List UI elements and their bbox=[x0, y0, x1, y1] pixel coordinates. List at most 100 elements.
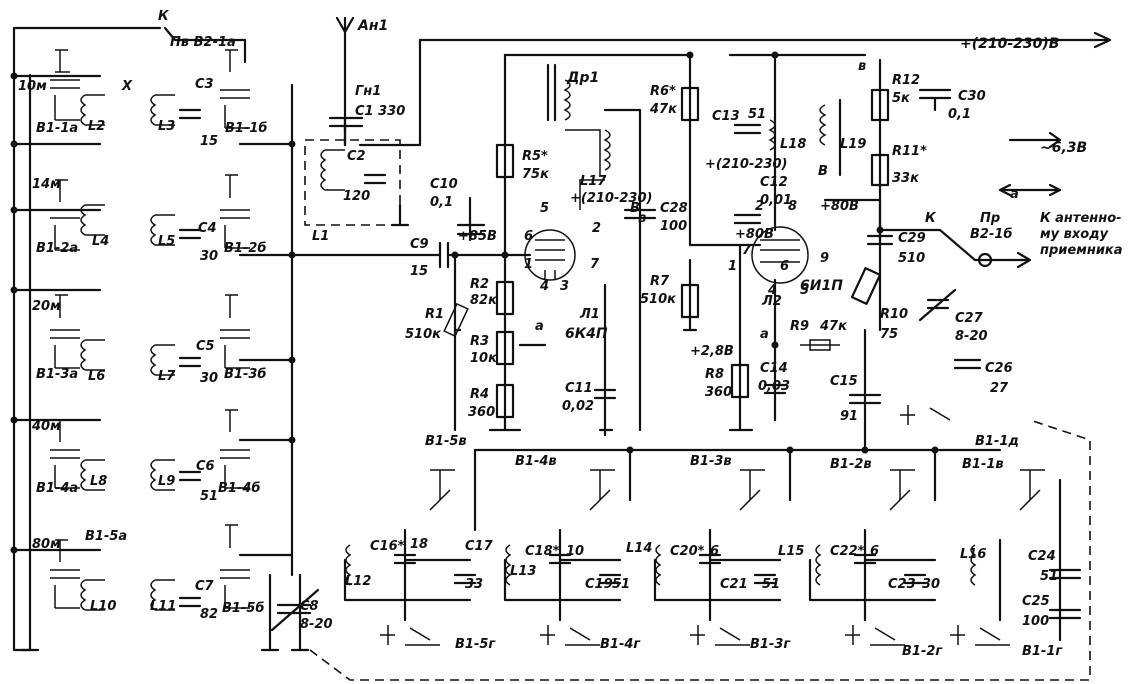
label-r8v: 360 bbox=[705, 385, 732, 400]
label-c20v: 6 bbox=[710, 544, 719, 559]
label-b11d: В1-1д bbox=[975, 434, 1019, 449]
label-b14g: В1-4г bbox=[600, 637, 641, 652]
label-b12g: В1-2г bbox=[902, 644, 943, 659]
label-v85: +85В bbox=[458, 229, 497, 244]
label-c1: С1 330 bbox=[355, 104, 405, 119]
label-c2b: 120 bbox=[343, 189, 370, 204]
relay-contact-right-2: В2-1б bbox=[970, 227, 1012, 242]
label-l13: L13 bbox=[510, 564, 536, 579]
label-b12b: В1-2б bbox=[224, 241, 266, 256]
supply-label: +(210-230)В bbox=[960, 36, 1059, 52]
label-b13b: В1-3б bbox=[224, 367, 266, 382]
label-pin4b: 4 bbox=[767, 283, 777, 298]
label-b11g: В1-1г bbox=[1022, 644, 1063, 659]
label-c12: С12 bbox=[760, 175, 788, 190]
label-c29v: 510 bbox=[898, 251, 925, 266]
label-b11b: В1-1б bbox=[225, 121, 267, 136]
label-l9: L9 bbox=[158, 474, 175, 489]
label-v210bb: В bbox=[818, 164, 828, 179]
label-r4v: 360 bbox=[468, 405, 495, 420]
label-l16: L16 bbox=[960, 547, 986, 562]
label-pin3: 3 bbox=[560, 279, 569, 294]
label-c9: С9 bbox=[410, 237, 429, 252]
socket-label: Гн1 bbox=[355, 84, 381, 99]
label-b14b: В1-4б bbox=[218, 481, 260, 496]
label-l11: L11 bbox=[150, 599, 176, 614]
band-label-3: 40м bbox=[31, 419, 61, 434]
label-c23v: 30 bbox=[922, 577, 940, 592]
label-l12: L12 bbox=[345, 574, 371, 589]
antenna-label: Ан1 bbox=[357, 18, 388, 34]
label-r10v: 75 bbox=[880, 327, 898, 342]
label-pin9: 9 bbox=[820, 251, 829, 266]
band-label-2: 20м bbox=[32, 299, 61, 314]
tube2-label: Л2 bbox=[761, 294, 782, 309]
junction-dots bbox=[10, 51, 939, 554]
label-c6v: 51 bbox=[200, 489, 218, 504]
band-label-1: 14м bbox=[32, 177, 61, 192]
relay-contact-right: Пр bbox=[980, 211, 1000, 226]
label-c4v: 30 bbox=[200, 249, 218, 264]
label-b13a: В1-3а bbox=[36, 367, 78, 382]
label-r12v: 5к bbox=[892, 91, 911, 106]
label-r7: R7 bbox=[650, 274, 670, 289]
label-v28: +2,8В bbox=[690, 344, 734, 359]
label-v80a: +80В bbox=[735, 227, 774, 242]
tube2-stage bbox=[680, 53, 1062, 452]
label-c22: С22* bbox=[830, 544, 865, 559]
label-r9v: 47к bbox=[819, 319, 848, 334]
bottom-filters bbox=[309, 288, 1091, 681]
label-r11v: 33к bbox=[892, 171, 920, 186]
band-label-4: 80м bbox=[32, 537, 61, 552]
label-r8: R8 bbox=[705, 367, 724, 382]
label-c23: С23 bbox=[888, 577, 916, 592]
component-labels: С1 330С2120L1С915С100,1+85ВR1510кR282кR3… bbox=[36, 73, 1063, 659]
label-c8v: 8-20 bbox=[300, 617, 333, 632]
label-b13v: В1-3в bbox=[690, 454, 732, 469]
label-v80b: +80В bbox=[820, 199, 859, 214]
label-c3: С3 bbox=[195, 77, 214, 92]
label-c26v: 27 bbox=[990, 381, 1009, 396]
band-label-0: 10м bbox=[18, 79, 47, 94]
label-c27: С27 bbox=[955, 311, 984, 326]
label-v210ab: В bbox=[630, 201, 640, 216]
label-l1: L1 bbox=[312, 229, 329, 244]
label-c20: С20* bbox=[670, 544, 705, 559]
label-l18: L18 bbox=[780, 137, 806, 152]
label-l8: L8 bbox=[90, 474, 107, 489]
label-b11a: В1-1а bbox=[36, 121, 78, 136]
label-pin5b: 5 bbox=[800, 283, 809, 298]
label-x: Х bbox=[121, 79, 133, 94]
label-c25: С25 bbox=[1022, 594, 1050, 609]
label-pin6b: 6 bbox=[780, 259, 789, 274]
label-pin4: 4 bbox=[539, 279, 549, 294]
arrow-a: а bbox=[535, 319, 544, 334]
antenna-input bbox=[290, 16, 1112, 257]
antenna-out-label-2: му входу bbox=[1040, 227, 1109, 242]
label-l3: L3 bbox=[158, 119, 175, 134]
label-b12a: В1-2а bbox=[36, 241, 78, 256]
label-c4: С4 bbox=[198, 221, 217, 236]
relay-contact-top: Пв В2-1а bbox=[170, 35, 236, 50]
label-l10: L10 bbox=[90, 599, 116, 614]
label-c30v: 0,1 bbox=[948, 107, 971, 122]
label-c13: С13 bbox=[712, 109, 740, 124]
label-b14v: В1-4в bbox=[515, 454, 557, 469]
label-c5v: 30 bbox=[200, 371, 218, 386]
label-b13g: В1-3г bbox=[750, 637, 791, 652]
label-r5: R5* bbox=[522, 149, 548, 164]
label-c15v: 91 bbox=[840, 409, 858, 424]
filament-label: ~6,3В bbox=[1040, 140, 1087, 156]
arrow-a2: а bbox=[760, 327, 769, 342]
label-c22v: 6 bbox=[870, 544, 879, 559]
label-c28: С28 bbox=[660, 201, 688, 216]
label-pin1: 1 bbox=[524, 257, 533, 272]
label-r3: R3 bbox=[470, 334, 489, 349]
label-c29: С29 bbox=[898, 231, 926, 246]
label-l17: L17 bbox=[580, 174, 607, 189]
label-c18: С18* bbox=[525, 544, 560, 559]
label-c14v: 0,03 bbox=[758, 379, 790, 394]
label-c28v: 100 bbox=[660, 219, 687, 234]
label-r6v: 47к bbox=[649, 102, 678, 117]
label-c2a: С2 bbox=[347, 149, 366, 164]
